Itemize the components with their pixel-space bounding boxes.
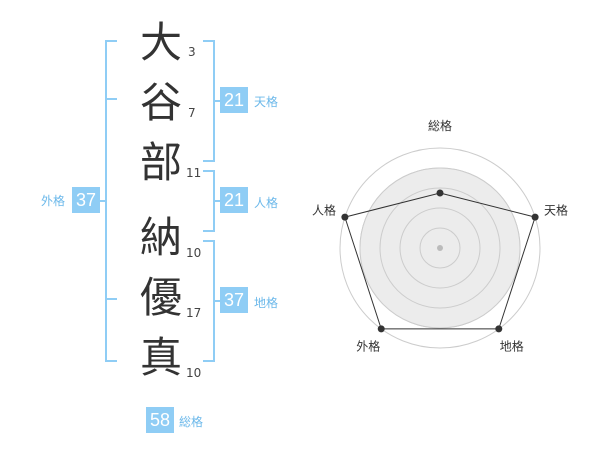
- bracket-tick: [213, 200, 220, 202]
- radar-point: [531, 213, 539, 221]
- stroke-count-3: 11: [186, 166, 202, 180]
- name-char-5: 優: [139, 273, 182, 322]
- name-char-4: 納: [139, 213, 182, 262]
- radar-center: [437, 245, 443, 251]
- gaikaku-label: 外格: [41, 194, 66, 208]
- tenkaku-label: 天格: [254, 95, 279, 109]
- radar-axis-label: 人格: [312, 202, 336, 217]
- stroke-count-5: 17: [186, 306, 202, 320]
- name-char-6: 真: [139, 333, 182, 382]
- gaikaku-bracket: [105, 40, 117, 362]
- bracket-tick: [105, 298, 117, 300]
- name-char-2: 谷: [139, 78, 182, 127]
- jinkaku-label: 人格: [254, 196, 279, 210]
- jinkaku-value: 21: [220, 187, 248, 213]
- radar-axis-label: 外格: [356, 339, 380, 354]
- radar-point: [436, 189, 444, 197]
- stroke-count-6: 10: [186, 366, 202, 380]
- name-char-1: 大: [139, 18, 182, 67]
- radar-point: [495, 325, 503, 333]
- chikaku-value: 37: [220, 287, 248, 313]
- radar-ring: [419, 227, 461, 269]
- radar-series-polygon: [344, 192, 536, 330]
- radar-axis-label: 天格: [544, 202, 568, 217]
- radar-axis-label: 総格: [428, 118, 452, 133]
- radar-ring: [379, 187, 501, 309]
- bracket-tick: [105, 98, 117, 100]
- radar-point: [377, 325, 385, 333]
- chikaku-label: 地格: [254, 296, 279, 310]
- radar-ring: [399, 207, 481, 289]
- stroke-count-1: 3: [188, 45, 196, 59]
- stroke-count-4: 10: [186, 246, 202, 260]
- soukaku-label: 総格: [179, 415, 204, 429]
- stroke-count-2: 7: [188, 106, 196, 120]
- name-char-3: 部: [139, 138, 182, 187]
- radar-point: [341, 213, 349, 221]
- soukaku-value: 58: [146, 407, 174, 433]
- tenkaku-value: 21: [220, 87, 248, 113]
- bracket-tick: [213, 300, 220, 302]
- bracket-tick: [213, 100, 220, 102]
- radar-axis-label: 地格: [500, 339, 524, 354]
- bracket-tick: [100, 200, 106, 202]
- gaikaku-value: 37: [72, 187, 100, 213]
